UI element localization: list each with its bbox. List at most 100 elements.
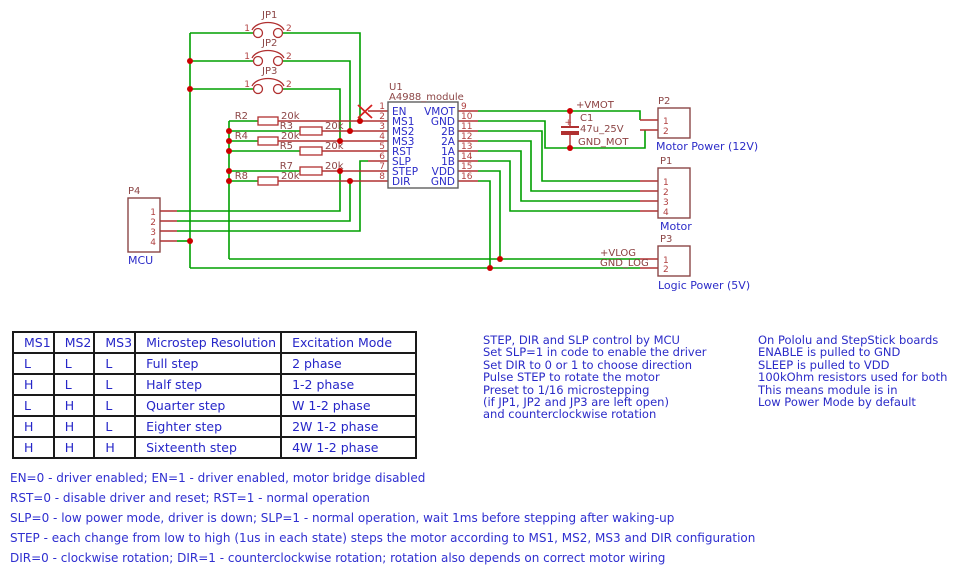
pin-name: 2A (441, 136, 456, 148)
pin-number: 14 (461, 152, 473, 162)
cell: 4W 1-2 phase (280, 436, 418, 459)
cell: H (52, 436, 96, 459)
pin-name: VMOT (424, 106, 456, 118)
refdes-label: P1 (660, 156, 672, 167)
note-line: Set DIR to 0 or 1 to choose direction (483, 357, 692, 372)
component-leads (160, 110, 658, 269)
pin-number: 1 (244, 80, 250, 90)
pin-number: 7 (379, 162, 385, 172)
net-label-vlog: +VLOG (600, 248, 636, 259)
note-line: SLEEP is pulled to VDD (758, 357, 890, 372)
table-row: H L L Half step 1-2 phase (12, 373, 418, 396)
pin-name: SLP (392, 156, 411, 168)
net-labels: +VMOT GND_MOT +VLOG GND_LOG (576, 100, 649, 269)
table-row: H H H Sixteenth step 4W 1-2 phase (12, 436, 418, 459)
cell: H (12, 415, 55, 438)
polarity-plus: + (564, 118, 572, 128)
cell: H (52, 415, 96, 438)
pin-number: 2 (663, 188, 669, 198)
refdes-label: P3 (660, 234, 672, 245)
pin-number: 2 (663, 127, 669, 137)
cell: L (12, 394, 55, 417)
ic-u1: U1 A4988_module 1 2 3 4 5 6 7 8 EN MS1 M… (357, 82, 473, 189)
cell: H (52, 394, 96, 417)
cell: H (12, 436, 55, 459)
note-line: SLP=0 - low power mode, driver is down; … (10, 511, 675, 525)
cell: L (93, 352, 137, 375)
pin-number: 4 (663, 208, 669, 218)
no-connect-x-icon (357, 104, 373, 119)
note-line: Set SLP=1 in code to enable the driver (483, 345, 707, 360)
junction-dots (187, 58, 573, 271)
cell: H (93, 436, 137, 459)
pin-number: 2 (286, 24, 292, 34)
pin-number: 2 (150, 218, 156, 228)
note-line: This means module is in (758, 382, 898, 397)
refdes-label: U1 (389, 82, 403, 93)
table-row: L L L Full step 2 phase (12, 352, 418, 375)
refdes-label: R5 (280, 141, 293, 152)
pin-number: 1 (379, 102, 385, 112)
pin-number: 3 (663, 198, 669, 208)
value-label: A4988_module (389, 92, 464, 103)
table-row: H H L Eighter step 2W 1-2 phase (12, 415, 418, 438)
col-header-ms1: MS1 (12, 331, 55, 354)
pin-number: 2 (286, 80, 292, 90)
connector-p1: P1 1 2 3 4 Motor (657, 156, 692, 233)
note-line: EN=0 - driver enabled; EN=1 - driver ena… (10, 471, 426, 485)
note-line: Pulse STEP to rotate the motor (483, 370, 660, 385)
connector-label: Motor Power (12V) (656, 140, 758, 153)
cell: L (12, 352, 55, 375)
pin-number: 9 (461, 102, 467, 112)
resistor-r7: R7 20k (280, 161, 344, 176)
refdes-label: R7 (280, 161, 293, 172)
wires (177, 32, 646, 269)
cell: 2W 1-2 phase (280, 415, 418, 438)
table-row: L H L Quarter step W 1-2 phase (12, 394, 418, 417)
pin-number: 1 (244, 52, 250, 62)
value-label: 20k (281, 111, 300, 122)
resistor-r3: R3 20k (280, 121, 344, 136)
pin-name: 1B (441, 156, 455, 168)
resistor-r2: R2 20k (235, 111, 300, 126)
resistor-r5: R5 20k (280, 141, 344, 156)
refdes-label: R4 (235, 131, 248, 142)
pin-number: 1 (663, 256, 669, 266)
pin-name: GND (431, 176, 455, 188)
cell: L (93, 373, 137, 396)
note-line: and counterclockwise rotation (483, 407, 657, 422)
pin-number: 2 (379, 112, 385, 122)
col-header-resolution: Microstep Resolution (134, 331, 283, 354)
value-label: 20k (325, 121, 344, 132)
refdes-label: P2 (658, 96, 670, 107)
cell: L (52, 352, 96, 375)
notes-signal-descriptions: EN=0 - driver enabled; EN=1 - driver ena… (10, 468, 755, 568)
net-label-gnd-log: GND_LOG (600, 258, 649, 269)
refdes-label: JP1 (261, 10, 277, 21)
note-line: STEP, DIR and SLP control by MCU (483, 333, 680, 347)
connector-label: MCU (128, 254, 153, 267)
note-line: Low Power Mode by default (758, 395, 916, 410)
note-line: (if JP1, JP2 and JP3 are left open) (483, 395, 669, 410)
pin-number: 5 (379, 142, 385, 152)
note-line: STEP - each change from low to high (1us… (10, 531, 756, 545)
pin-name: MS3 (392, 136, 414, 148)
value-label: 20k (281, 171, 300, 182)
pin-number: 1 (150, 208, 156, 218)
schematic-canvas: JP1 1 2 JP2 1 2 JP3 1 2 R2 20k R3 20k (127, 10, 758, 292)
cell: Eighter step (134, 415, 283, 438)
microstep-table: MS1 MS2 MS3 Microstep Resolution Excitat… (12, 331, 418, 459)
pin-number: 12 (461, 132, 472, 142)
value-label: 20k (281, 131, 300, 142)
cell: Sixteenth step (134, 436, 283, 459)
connector-p3: P3 1 2 Logic Power (5V) (657, 234, 750, 292)
pin-name: EN (392, 106, 407, 118)
pin-name: DIR (392, 176, 410, 188)
connector-p2: P2 1 2 Motor Power (12V) (656, 96, 758, 153)
note-line: DIR=0 - clockwise rotation; DIR=1 - coun… (10, 551, 666, 565)
connector-label: Logic Power (5V) (658, 279, 750, 292)
pin-number: 1 (663, 117, 669, 127)
notes-mcu-control: STEP, DIR and SLP control by MCU Set SLP… (483, 334, 707, 421)
cell: Quarter step (134, 394, 283, 417)
note-line: Preset to 1/16 microstepping (483, 382, 650, 397)
